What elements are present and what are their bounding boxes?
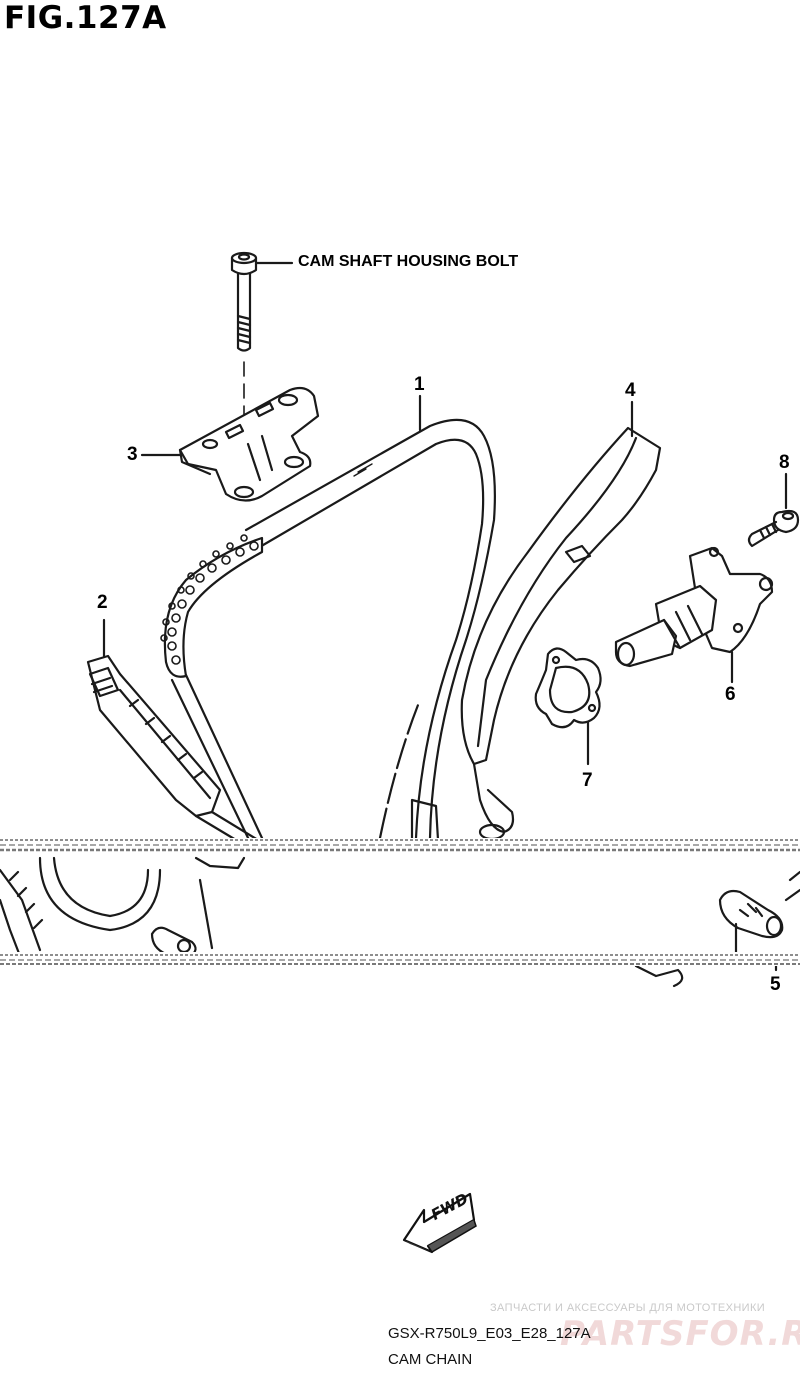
part-8-bolt [747,472,800,548]
fwd-arrow-icon [402,1192,477,1254]
part-3-housing [140,386,320,502]
cam-shaft-housing-bolt [230,251,294,491]
bolt-name-label: CAM SHAFT HOUSING BOLT [298,253,519,270]
part-2-chain-guide [86,618,260,842]
break-band-top [0,838,800,854]
callout-7[interactable]: 7 [582,770,593,791]
part-1-cam-chain [160,394,496,844]
callout-4[interactable]: 4 [625,380,636,401]
part-6-tensioner [614,546,774,684]
watermark-logo: PARTSFOR.RU [560,1314,800,1354]
break-band-bottom [0,952,800,966]
lower-engine-section [0,856,800,988]
watermark-subtitle: ЗАПЧАСТИ И АКСЕССУАРЫ ДЛЯ МОТОТЕХНИКИ [490,1302,766,1314]
part-4-tensioner-guide [410,400,662,842]
section-name: CAM CHAIN [388,1351,473,1368]
callout-6[interactable]: 6 [725,684,736,705]
model-code: GSX-R750L9_E03_E28_127A [388,1325,591,1342]
figure-title: FIG.127A [4,0,167,36]
callout-5[interactable]: 5 [770,974,781,995]
callout-1[interactable]: 1 [414,374,425,395]
callout-3[interactable]: 3 [127,444,138,465]
callout-8[interactable]: 8 [779,452,790,473]
part-7-gasket [534,647,602,766]
callout-2[interactable]: 2 [97,592,108,613]
